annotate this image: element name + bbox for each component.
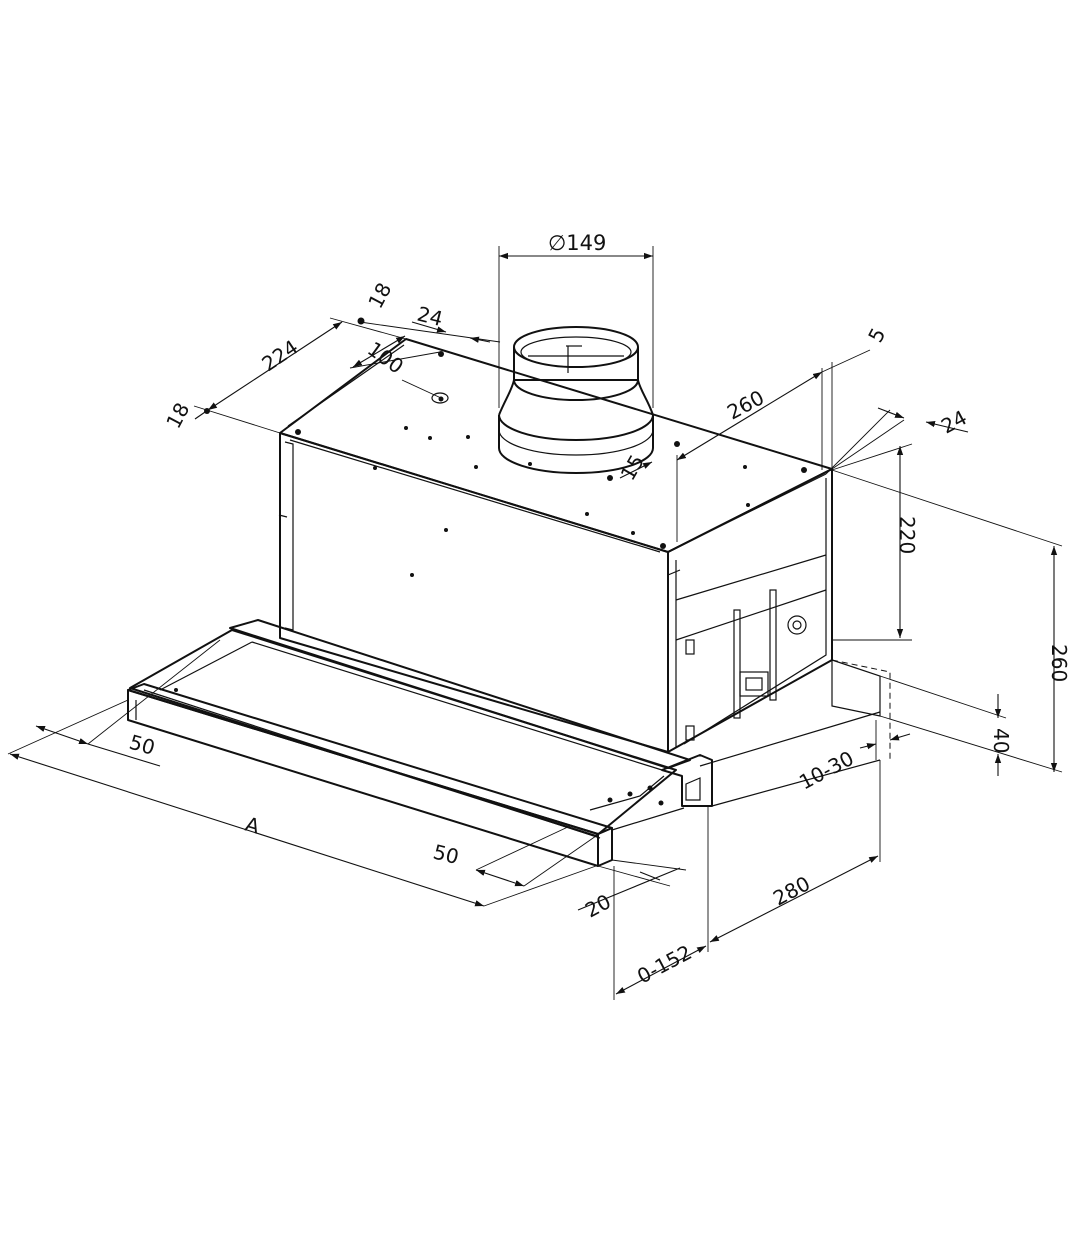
label-0-152: 0-152 (633, 940, 696, 988)
label-24-top: 24 (415, 302, 446, 331)
dimension-lines (7, 246, 1063, 1000)
dimension-labels: ∅149 18 24 100 224 18 5 260 15 24 220 26… (127, 231, 1071, 988)
label-50-front-left: 50 (127, 730, 158, 760)
label-224: 224 (257, 335, 302, 376)
label-18-lower: 18 (161, 399, 194, 433)
label-a: A (243, 812, 263, 839)
label-20: 20 (581, 889, 615, 922)
label-15: 15 (616, 450, 650, 484)
label-260-right: 260 (1047, 644, 1071, 682)
label-50-front-right: 50 (431, 840, 462, 869)
duct-collar (498, 326, 654, 474)
label-18-upper: 18 (363, 279, 396, 313)
label-40: 40 (989, 728, 1013, 753)
label-5: 5 (863, 324, 890, 347)
hood-body (278, 338, 833, 753)
label-280: 280 (769, 871, 814, 910)
label-10-30: 10-30 (795, 746, 858, 794)
label-220: 220 (895, 516, 919, 554)
label-24-right: 24 (937, 405, 971, 438)
label-duct-diameter: ∅149 (548, 231, 606, 255)
